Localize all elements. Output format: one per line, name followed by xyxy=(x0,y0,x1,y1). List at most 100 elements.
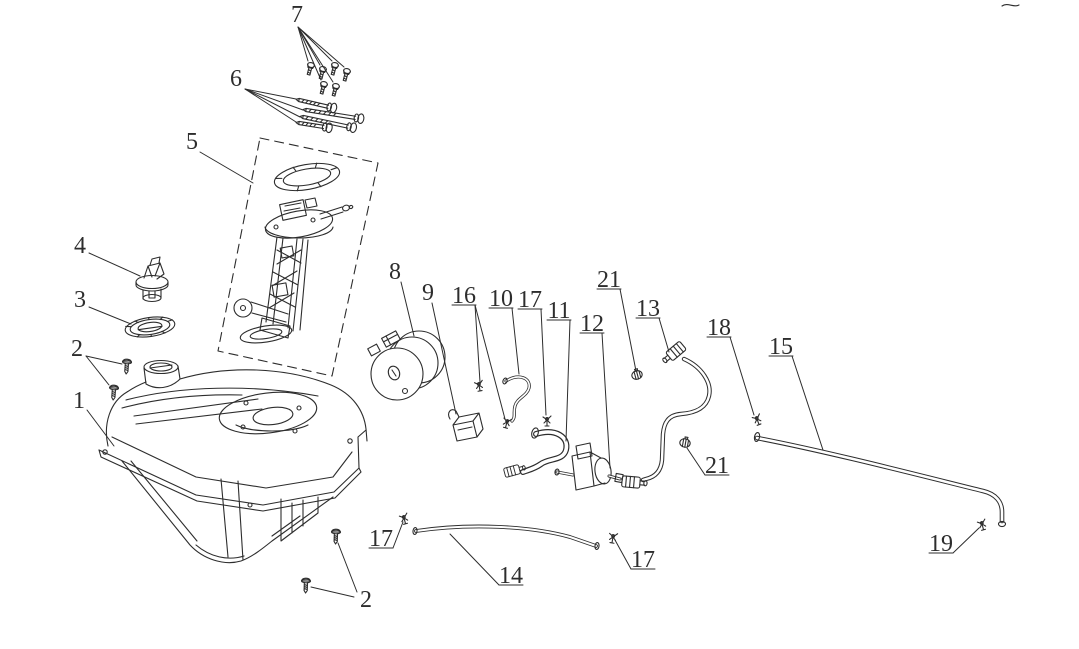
leader-line xyxy=(474,304,506,420)
callout-label: 14 xyxy=(499,563,523,589)
leader-line xyxy=(449,533,500,586)
leader-line xyxy=(297,26,309,62)
screw xyxy=(121,358,133,375)
retaining-clip xyxy=(976,518,988,532)
hose-elbow xyxy=(502,427,570,478)
pump-flange xyxy=(264,197,354,239)
hose-clamp xyxy=(678,435,692,449)
pump-ring-gasket xyxy=(273,162,341,192)
callout-label: 18 xyxy=(707,315,731,341)
small-bolt xyxy=(328,61,340,77)
small-bolt xyxy=(329,82,341,98)
canister xyxy=(367,330,446,401)
leader-line xyxy=(565,319,571,442)
callout-label: 5 xyxy=(186,129,198,155)
callout-label: 13 xyxy=(636,296,660,322)
screw xyxy=(108,384,120,401)
stray-mark xyxy=(1001,4,1020,7)
long-screw xyxy=(295,120,333,134)
retaining-clip xyxy=(542,415,552,427)
callout-label: 7 xyxy=(291,2,303,28)
long-screw xyxy=(302,107,365,124)
leader-line xyxy=(392,521,404,549)
callout-label: 16 xyxy=(452,283,476,309)
leader-line xyxy=(244,88,304,111)
retaining-clip xyxy=(501,416,513,430)
retaining-clip xyxy=(398,512,410,526)
callout-label: 15 xyxy=(769,334,793,360)
leader-line xyxy=(244,88,297,100)
callout-label: 1 xyxy=(73,388,85,414)
leader-line xyxy=(540,308,547,416)
callout-label: 11 xyxy=(547,298,570,324)
ribbed-connector xyxy=(502,462,527,478)
fuel-pipe-long xyxy=(753,432,1007,528)
fuel-line-upper xyxy=(621,340,712,490)
callout-label: 10 xyxy=(489,286,513,312)
leader-line xyxy=(88,306,132,325)
leader-line xyxy=(619,288,637,372)
leader-line xyxy=(85,355,123,365)
callout-label: 2 xyxy=(360,587,372,613)
leader-line xyxy=(658,317,670,353)
leader-line xyxy=(431,302,457,415)
sealing-ring xyxy=(124,316,176,338)
callout-label: 8 xyxy=(389,259,401,285)
callout-label: 12 xyxy=(580,311,604,337)
small-bolt xyxy=(317,80,329,96)
leader-line xyxy=(310,586,355,598)
small-bolt xyxy=(304,61,316,77)
leader-line xyxy=(199,151,254,184)
leader-line xyxy=(85,355,110,386)
callout-label: 17 xyxy=(631,547,655,573)
leader-line xyxy=(337,542,358,593)
filler-neck xyxy=(143,359,181,389)
callout-label: 2 xyxy=(71,336,83,362)
leader-line xyxy=(86,409,115,447)
screw xyxy=(300,577,312,594)
leader-line xyxy=(297,26,334,83)
callout-label: 4 xyxy=(74,233,86,259)
retaining-clips xyxy=(398,379,988,545)
pump-column xyxy=(259,236,309,339)
dashed-box xyxy=(217,137,379,377)
callout-label: 21 xyxy=(705,453,729,479)
callout-label: 21 xyxy=(597,267,621,293)
leader-line xyxy=(614,539,632,570)
callout-label: 6 xyxy=(230,66,242,92)
small-bolt xyxy=(340,67,352,83)
ribbed-connector xyxy=(659,340,687,367)
leader-line xyxy=(511,307,520,375)
pump-recess xyxy=(218,391,318,435)
callout-label: 17 xyxy=(518,287,542,313)
callout-label: 9 xyxy=(422,280,434,306)
fuel-tank xyxy=(98,359,368,564)
retaining-clip xyxy=(751,413,764,427)
screw xyxy=(330,528,342,545)
pump-float-arm xyxy=(233,298,293,344)
leader-line xyxy=(297,26,322,81)
leader-line xyxy=(297,26,345,68)
leader-line xyxy=(400,281,415,337)
long-screws xyxy=(295,97,365,134)
hose-clamp xyxy=(629,367,644,381)
retaining-clip xyxy=(473,379,485,393)
fuel-hose-straight xyxy=(412,524,600,551)
small-bolt xyxy=(316,65,328,81)
leader-line xyxy=(686,447,706,476)
leader-line xyxy=(244,88,297,123)
leader-line xyxy=(601,332,611,469)
callout-label: 3 xyxy=(74,287,86,313)
mounting-flange xyxy=(98,429,367,506)
pump-module xyxy=(217,137,379,377)
leader-line xyxy=(952,527,980,554)
hose-short xyxy=(502,375,531,423)
callout-label: 17 xyxy=(369,526,393,552)
tank-cap-fitting xyxy=(135,256,169,303)
leader-line xyxy=(474,304,481,383)
leader-line xyxy=(244,88,301,118)
mount-bracket xyxy=(448,409,484,442)
